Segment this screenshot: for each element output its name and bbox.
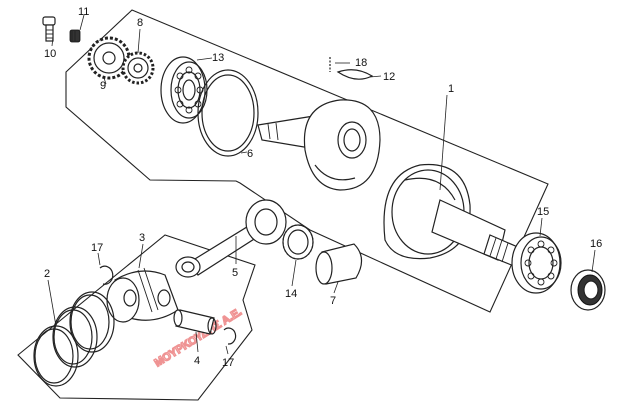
woodruff-key-part xyxy=(336,69,374,80)
bolt-part xyxy=(42,16,56,42)
callout-4: 4 xyxy=(194,355,200,367)
main-bearing-left xyxy=(160,56,208,124)
callout-8: 8 xyxy=(137,17,143,29)
drive-gear-part xyxy=(87,36,131,80)
callout-7: 7 xyxy=(330,295,336,307)
main-bearing-right xyxy=(511,232,562,294)
callout-17-upper: 17 xyxy=(91,242,103,254)
sprocket-part xyxy=(121,51,155,85)
callout-3: 3 xyxy=(139,232,145,244)
callout-9: 9 xyxy=(100,80,106,92)
piston-pin-part xyxy=(173,309,217,335)
crankshaft-part xyxy=(257,99,521,267)
callout-14: 14 xyxy=(285,288,297,300)
needle-bearing-part xyxy=(282,224,314,260)
callout-10: 10 xyxy=(44,48,56,60)
callout-6: 6 xyxy=(247,148,253,160)
leader-lines xyxy=(47,14,596,355)
callout-12: 12 xyxy=(383,71,395,83)
circlip-upper-part xyxy=(99,265,114,285)
callout-13: 13 xyxy=(212,52,224,64)
circlip-lower-part xyxy=(223,327,237,345)
piston-rings-part xyxy=(33,291,115,387)
callout-11: 11 xyxy=(78,6,89,18)
callout-16: 16 xyxy=(590,238,602,250)
washer-part xyxy=(69,29,81,43)
callout-numbers: 1 2 3 4 5 6 7 8 9 10 11 12 13 14 15 16 1… xyxy=(44,6,602,369)
callout-18: 18 xyxy=(355,57,367,69)
assembly-frame-piston xyxy=(17,234,256,401)
connecting-rod-part xyxy=(175,199,287,278)
gasket-ring-part xyxy=(197,69,259,157)
callout-17-lower: 17 xyxy=(222,357,234,369)
crank-pin-part xyxy=(315,243,363,285)
callout-1: 1 xyxy=(448,83,454,95)
callout-15: 15 xyxy=(537,206,549,218)
piston-part xyxy=(106,267,179,323)
callout-2: 2 xyxy=(44,268,50,280)
callout-5: 5 xyxy=(232,267,238,279)
oil-seal-part xyxy=(570,269,606,311)
